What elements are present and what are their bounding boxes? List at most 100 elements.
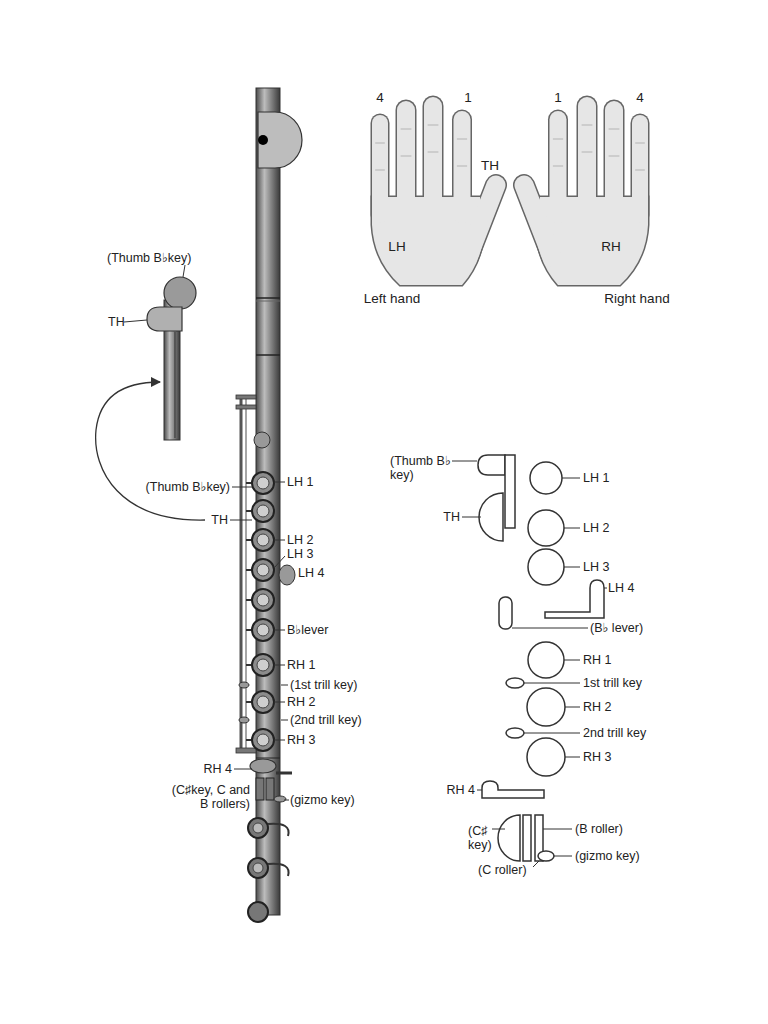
leader-line	[554, 856, 572, 857]
leader-line	[492, 829, 505, 830]
thumb-lever	[147, 307, 182, 331]
key-circle	[528, 549, 564, 585]
key-cup	[252, 691, 274, 713]
leader-line	[274, 556, 285, 568]
part-label: RH 2	[287, 695, 315, 709]
finger	[632, 123, 648, 215]
finger	[397, 110, 415, 215]
part-label: RH 1	[583, 653, 611, 667]
knuckle-crease	[401, 155, 412, 156]
part-label: (Thumb B♭ key)	[390, 454, 460, 482]
part-label: (2nd trill key)	[290, 713, 362, 727]
hand-drawing	[524, 106, 648, 285]
hand-figure: 41THLHLeft hand	[350, 85, 530, 310]
part-label: LH 1	[583, 471, 609, 485]
trill-key	[506, 678, 524, 688]
key-cup	[252, 500, 274, 522]
part-label: LH 4	[298, 566, 324, 580]
knuckle-crease	[553, 138, 563, 139]
lever-arm	[174, 331, 176, 438]
pointer-arrow	[96, 382, 205, 520]
key-circle	[527, 688, 565, 726]
key-cup-center	[257, 624, 269, 636]
joint-line	[256, 297, 280, 299]
finger	[424, 106, 442, 215]
rod-post	[236, 395, 256, 399]
hand-label: 4	[636, 90, 644, 105]
leader-line	[564, 528, 580, 529]
leader-line	[477, 790, 482, 791]
gizmo-key	[538, 851, 554, 861]
leader-line	[604, 588, 607, 589]
leader-line	[274, 702, 285, 703]
hand-label: RH	[601, 239, 621, 254]
knuckle-crease	[457, 138, 467, 139]
key-cup-center	[257, 594, 269, 606]
leader-line	[124, 320, 147, 322]
leader-line	[274, 540, 285, 541]
key-arm	[276, 772, 292, 775]
key-arm	[268, 824, 289, 836]
leader-line	[462, 517, 481, 518]
key-cup-center	[257, 696, 269, 708]
finger-outline	[452, 120, 472, 216]
hand-label: 4	[376, 90, 384, 105]
key-cup	[252, 654, 274, 676]
hand-label: 1	[554, 90, 562, 105]
leader-line	[232, 487, 252, 488]
part-label: (Thumb B♭key)	[107, 251, 191, 265]
finger-outline	[577, 106, 598, 215]
part-label: RH 4	[204, 762, 232, 776]
finger-outline	[371, 123, 390, 215]
part-label: (gizmo key)	[575, 849, 640, 863]
key-cup-center	[257, 477, 269, 489]
bflat-lever	[499, 597, 512, 629]
finger-outline	[631, 123, 650, 215]
part-label: B♭lever	[287, 623, 328, 637]
finger-outline	[396, 110, 417, 215]
gizmo-key	[274, 796, 286, 802]
b-roller	[523, 815, 531, 861]
part-label: RH 3	[583, 750, 611, 764]
knuckle-crease	[609, 155, 620, 156]
leader-line	[281, 685, 288, 686]
key-cup-center	[257, 659, 269, 671]
key-cup	[252, 559, 274, 581]
finger	[578, 106, 596, 215]
finger	[454, 120, 471, 216]
leader-line	[564, 567, 580, 568]
leader-line	[512, 628, 588, 629]
part-label: TH	[211, 513, 228, 527]
part-label: 1st trill key	[583, 676, 642, 690]
trill-lever	[239, 682, 249, 688]
hand-label: TH	[481, 158, 499, 173]
lh4-lever	[545, 580, 604, 618]
part-label: TH	[443, 510, 460, 524]
part-label: 2nd trill key	[583, 726, 646, 740]
key-cup-center	[253, 863, 263, 873]
key-rod	[245, 395, 247, 752]
hand-drawing	[372, 106, 496, 285]
finger	[605, 110, 623, 215]
thumb-outline	[468, 185, 496, 257]
lip-plate	[258, 112, 302, 168]
knuckle-crease	[635, 142, 645, 143]
key-cup-center	[257, 734, 269, 746]
roller	[266, 778, 274, 800]
foot-key	[248, 902, 268, 922]
foot-key	[248, 818, 268, 838]
leader-line	[452, 461, 477, 462]
knuckle-crease	[582, 151, 593, 152]
key-circle	[528, 510, 564, 546]
leader-line	[562, 478, 580, 479]
joint-line	[256, 758, 280, 759]
hand-label: Left hand	[364, 291, 420, 306]
hand-label: LH	[388, 239, 405, 254]
csharp-key	[498, 815, 520, 861]
key-cup-center	[257, 505, 269, 517]
part-label: LH 3	[287, 547, 313, 561]
key-cup	[252, 529, 274, 551]
thumb	[468, 185, 496, 257]
finger-outline	[423, 106, 444, 215]
